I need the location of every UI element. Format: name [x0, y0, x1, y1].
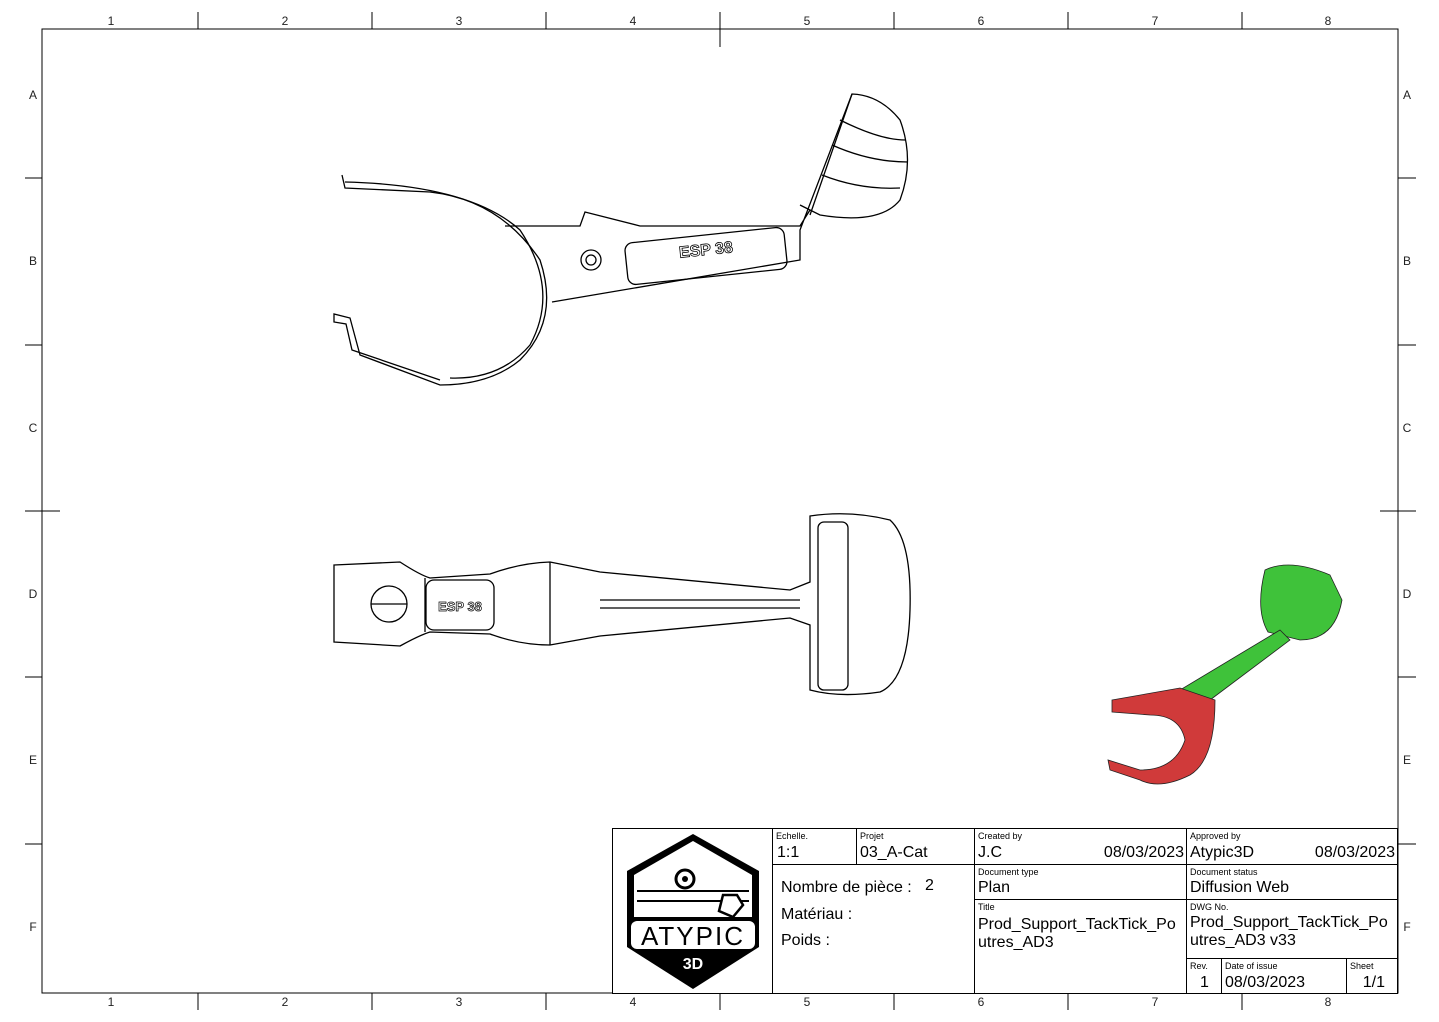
- col-label: 4: [629, 14, 637, 28]
- issue-value: 08/03/2023: [1225, 974, 1306, 991]
- logo-cell: ATYPIC 3D: [612, 828, 773, 994]
- issue-label: Date of issue: [1225, 961, 1278, 971]
- doc-status-value: Diffusion Web: [1190, 879, 1290, 896]
- created-label: Created by: [978, 831, 1023, 841]
- approved-value: Atypic3D: [1190, 844, 1255, 861]
- col-label: 1: [107, 995, 115, 1009]
- col-label: 6: [977, 14, 985, 28]
- doc-status-cell: Document status Diffusion Web: [1186, 864, 1398, 900]
- row-label: C: [28, 421, 38, 435]
- col-label: 1: [107, 14, 115, 28]
- zone-ticks: [25, 12, 1416, 1010]
- col-label: 8: [1324, 14, 1332, 28]
- row-label: F: [29, 920, 37, 934]
- row-label: C: [1402, 421, 1412, 435]
- atypic3d-logo: ATYPIC 3D: [627, 834, 759, 989]
- doc-status-label: Document status: [1190, 867, 1258, 877]
- row-label: B: [28, 254, 37, 268]
- row-label: E: [1402, 753, 1411, 767]
- created-value: J.C: [978, 844, 1002, 861]
- title-value: Prod_Support_TackTick_Poutres_AD3: [978, 916, 1176, 951]
- rev-label: Rev.: [1190, 961, 1208, 971]
- sheet-label: Sheet: [1350, 961, 1374, 971]
- logo-text: ATYPIC: [641, 921, 745, 951]
- part-top-view: [333, 93, 909, 386]
- approved-date: 08/03/2023: [1314, 844, 1395, 861]
- col-label: 8: [1324, 995, 1332, 1009]
- created-date: 08/03/2023: [1103, 844, 1184, 861]
- project-label: Projet: [860, 831, 884, 841]
- weight-label: Poids :: [781, 932, 830, 949]
- col-label: 7: [1151, 995, 1159, 1009]
- part-3d-render: [1107, 564, 1343, 785]
- row-label: E: [28, 753, 37, 767]
- logo-subtext: 3D: [683, 956, 703, 973]
- material-label: Matériau :: [781, 906, 853, 923]
- title-label: Title: [978, 902, 995, 912]
- engraving-side: ESP 38: [438, 599, 482, 614]
- col-label: 3: [455, 995, 463, 1009]
- col-label: 6: [977, 995, 985, 1009]
- row-label: D: [1402, 587, 1412, 601]
- scale-value: 1:1: [777, 844, 800, 861]
- row-label: A: [1402, 88, 1411, 102]
- sheet-cell: Sheet 1/1: [1346, 958, 1398, 994]
- pieces-label: Nombre de pièce :: [781, 879, 912, 896]
- dwg-label: DWG No.: [1190, 902, 1229, 912]
- scale-cell: Echelle. 1:1: [772, 828, 857, 865]
- row-label: B: [1402, 254, 1411, 268]
- col-label: 5: [803, 995, 811, 1009]
- pieces-value: 2: [925, 877, 934, 894]
- created-cell: Created by J.C 08/03/2023: [974, 828, 1187, 865]
- col-label: 2: [281, 14, 289, 28]
- row-label: F: [1403, 920, 1411, 934]
- title-cell: Title Prod_Support_TackTick_Poutres_AD3: [974, 899, 1187, 994]
- row-label: D: [28, 587, 38, 601]
- col-label: 3: [455, 14, 463, 28]
- doc-type-label: Document type: [978, 867, 1039, 877]
- rev-cell: Rev. 1: [1186, 958, 1222, 994]
- part-info-cell: Nombre de pièce : 2 Matériau : Poids :: [772, 864, 975, 994]
- col-label: 7: [1151, 14, 1159, 28]
- row-label: A: [28, 88, 37, 102]
- engraving-top: ESP 38: [678, 239, 734, 262]
- sheet-value: 1/1: [1362, 974, 1385, 991]
- col-label: 4: [629, 995, 637, 1009]
- project-cell: Projet 03_A-Cat: [856, 828, 975, 865]
- col-label: 5: [803, 14, 811, 28]
- project-value: 03_A-Cat: [860, 844, 928, 861]
- scale-label: Echelle.: [776, 831, 809, 841]
- rev-value: 1: [1200, 974, 1209, 991]
- part-side-view: [333, 513, 911, 696]
- approved-cell: Approved by Atypic3D 08/03/2023: [1186, 828, 1398, 865]
- issue-cell: Date of issue 08/03/2023: [1221, 958, 1347, 994]
- col-label: 2: [281, 995, 289, 1009]
- approved-label: Approved by: [1190, 831, 1241, 841]
- dwg-cell: DWG No. Prod_Support_TackTick_Poutres_AD…: [1186, 899, 1398, 959]
- doc-type-cell: Document type Plan: [974, 864, 1187, 900]
- doc-type-value: Plan: [978, 879, 1011, 896]
- dwg-value: Prod_Support_TackTick_Poutres_AD3 v33: [1190, 914, 1388, 949]
